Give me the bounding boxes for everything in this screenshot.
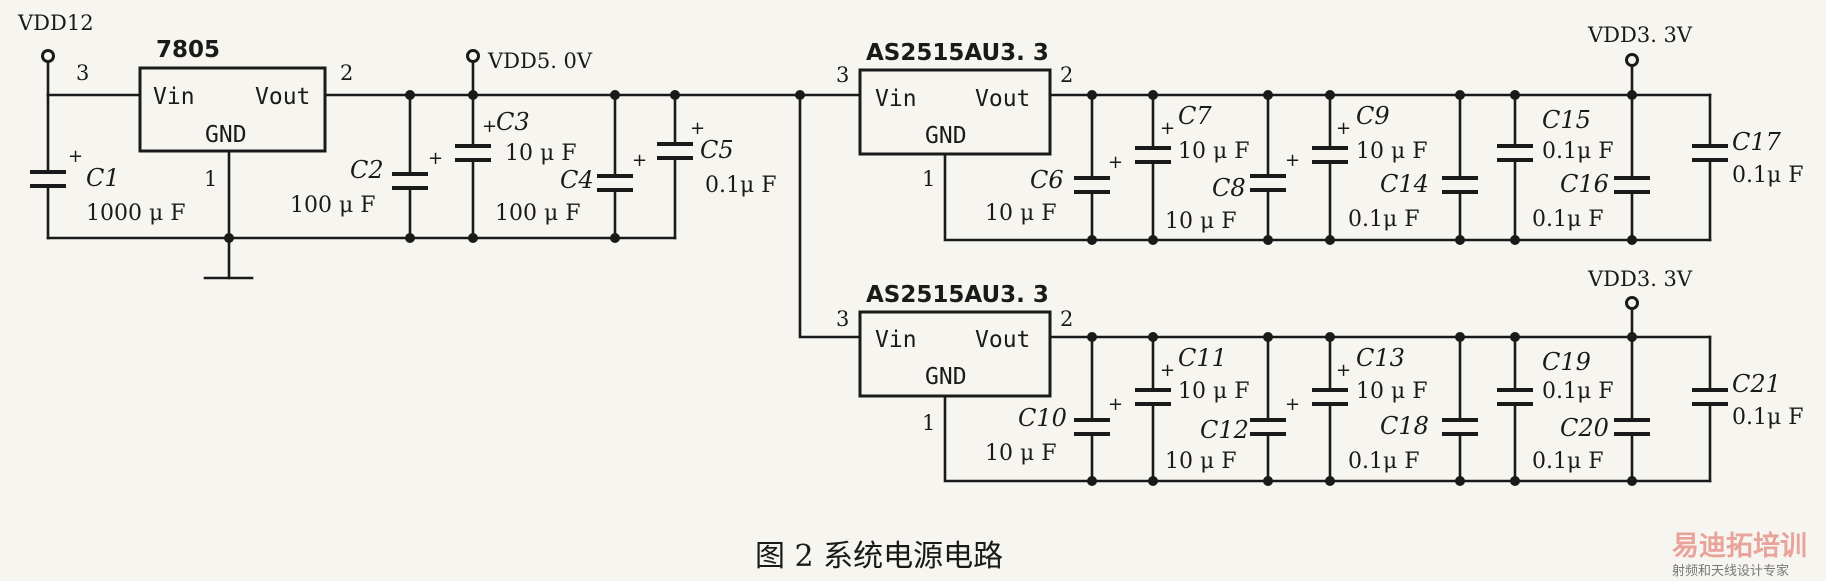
svg-text:+: + — [1336, 118, 1351, 139]
section-as2515-top: AS2515AU3. 3 Vin Vout GND 3 2 1 VDD3. 3V… — [836, 23, 1804, 245]
watermark-logo: 易迪拓培训 — [1672, 531, 1807, 562]
svg-text:+: + — [1160, 360, 1175, 381]
pin-number: 2 — [1060, 307, 1073, 331]
capacitor-value: 0.1μ F — [705, 173, 777, 198]
capacitor-ref: C12 — [1200, 416, 1249, 444]
svg-text:+: + — [482, 116, 497, 137]
svg-text:+: + — [1285, 394, 1300, 415]
capacitor-ref: C5 — [700, 136, 734, 164]
capacitor-ref: C18 — [1380, 412, 1429, 440]
svg-text:+: + — [428, 148, 443, 169]
capacitor-value: 100 μ F — [290, 193, 376, 218]
capacitor-ref: C20 — [1560, 414, 1609, 442]
capacitor-value: 100 μ F — [495, 201, 581, 226]
capacitor-ref: C11 — [1178, 344, 1227, 372]
capacitor-ref: C1 — [86, 164, 120, 192]
pin-number: 1 — [922, 167, 935, 191]
regulator-7805-gnd: GND — [205, 122, 247, 148]
section-as2515-bottom: AS2515AU3. 3 Vin Vout GND 3 2 1 VDD3. 3V… — [836, 267, 1804, 486]
vdd33-top-terminal — [1625, 53, 1639, 67]
regulator-7805-vin: Vin — [153, 84, 195, 110]
svg-text:+: + — [1108, 152, 1123, 173]
capacitor-ref: C16 — [1560, 170, 1609, 198]
figure-caption: 图 2 系统电源电路 — [755, 539, 1003, 574]
capacitor-value: 10 μ F — [1178, 139, 1250, 164]
capacitor-value: 10 μ F — [1356, 139, 1428, 164]
pin-number: 1 — [922, 411, 935, 435]
regulator-as2515-top-name: AS2515AU3. 3 — [866, 40, 1049, 66]
regulator-as2515-top-gnd: GND — [925, 123, 967, 149]
capacitor-value: 10 μ F — [505, 141, 577, 166]
capacitor-ref: C6 — [1030, 166, 1064, 194]
svg-text:+: + — [1108, 394, 1123, 415]
pin-number: 3 — [836, 307, 849, 331]
capacitor-value: 0.1μ F — [1532, 449, 1604, 474]
watermark-tagline: 射频和天线设计专家 — [1672, 563, 1789, 579]
capacitor-value: 0.1μ F — [1348, 207, 1420, 232]
capacitor-ref: C17 — [1732, 128, 1782, 156]
capacitor-ref: C15 — [1542, 106, 1591, 134]
regulator-as2515-bottom — [858, 310, 1052, 398]
capacitor-value: 10 μ F — [1165, 449, 1237, 474]
capacitor-value: 10 μ F — [985, 201, 1057, 226]
capacitor-value: 0.1μ F — [1542, 139, 1614, 164]
capacitor-value: 1000 μ F — [86, 201, 186, 226]
regulator-as2515-top-vin: Vin — [875, 86, 917, 112]
svg-text:+: + — [1336, 360, 1351, 381]
regulator-7805-name: 7805 — [156, 37, 220, 63]
vdd12-terminal — [41, 49, 55, 63]
capacitor-value: 10 μ F — [985, 441, 1057, 466]
capacitor-value: 0.1μ F — [1732, 163, 1804, 188]
capacitor-ref: C14 — [1380, 170, 1429, 198]
vdd5-terminal — [466, 49, 480, 63]
net-label-vdd33-bottom: VDD3. 3V — [1587, 267, 1693, 291]
svg-text:+: + — [1160, 118, 1175, 139]
pin-number: 1 — [204, 167, 217, 191]
regulator-as2515-top-vout: Vout — [975, 86, 1030, 112]
capacitor-ref: C19 — [1542, 348, 1591, 376]
svg-text:+: + — [1285, 150, 1300, 171]
capacitor-ref: C8 — [1212, 174, 1246, 202]
net-label-vdd33-top: VDD3. 3V — [1587, 23, 1693, 47]
capacitor-ref: C7 — [1178, 102, 1212, 130]
regulator-7805-vout: Vout — [255, 84, 310, 110]
pin-number: 3 — [836, 63, 849, 87]
pin-number: 3 — [76, 61, 89, 85]
net-label-vdd12: VDD12 — [17, 11, 94, 35]
capacitor-ref: C21 — [1732, 370, 1781, 398]
svg-text:+: + — [68, 146, 83, 167]
capacitor-value: 0.1μ F — [1542, 379, 1614, 404]
svg-text:+: + — [632, 150, 647, 171]
capacitor-value: 0.1μ F — [1348, 449, 1420, 474]
pin-number: 2 — [340, 61, 353, 85]
capacitor-ref: C13 — [1356, 344, 1405, 372]
pin-number: 2 — [1060, 63, 1073, 87]
svg-text:+: + — [690, 118, 705, 139]
regulator-as2515-bottom-gnd: GND — [925, 364, 967, 390]
net-label-vdd5: VDD5. 0V — [487, 49, 593, 73]
capacitor-ref: C10 — [1018, 404, 1067, 432]
regulator-as2515-bottom-name: AS2515AU3. 3 — [866, 282, 1049, 308]
capacitor-ref: C4 — [560, 166, 594, 194]
capacitor-ref: C2 — [350, 156, 384, 184]
regulator-7805 — [138, 66, 327, 153]
capacitor-value: 10 μ F — [1178, 379, 1250, 404]
capacitor-value: 10 μ F — [1356, 379, 1428, 404]
section-7805: VDD12 7805 Vin Vout GND 3 2 1 + C1 1000 … — [17, 11, 805, 280]
regulator-as2515-bottom-vout: Vout — [975, 327, 1030, 353]
regulator-as2515-bottom-vin: Vin — [875, 327, 917, 353]
capacitor-value: 10 μ F — [1165, 209, 1237, 234]
vdd33-bottom-terminal — [1625, 296, 1639, 310]
capacitor-ref: C3 — [496, 108, 530, 136]
capacitor-value: 0.1μ F — [1532, 207, 1604, 232]
capacitor-value: 0.1μ F — [1732, 405, 1804, 430]
regulator-as2515-top — [858, 68, 1052, 156]
capacitor-ref: C9 — [1356, 102, 1390, 130]
